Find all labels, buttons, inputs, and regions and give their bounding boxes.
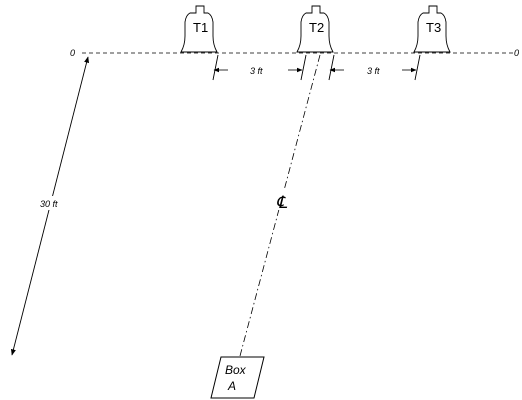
box-a-label-line2: A xyxy=(227,379,236,393)
baseline-label-right: 0 xyxy=(514,48,519,58)
centerline-symbol-gap xyxy=(274,190,290,210)
target-t2-label: T2 xyxy=(309,20,324,35)
target-t1: T1 xyxy=(180,5,218,53)
target-t3-silhouette xyxy=(413,5,451,53)
target-t2-silhouette xyxy=(296,5,334,53)
extension-line-4 xyxy=(414,54,421,81)
extension-line-2 xyxy=(300,54,307,81)
target-t3: T3 xyxy=(413,5,451,53)
extension-line-1 xyxy=(212,54,219,81)
target-t1-silhouette xyxy=(180,5,218,53)
centerline-symbol: ℄ xyxy=(276,193,288,213)
target-t1-label: T1 xyxy=(193,20,208,35)
target-t2: T2 xyxy=(296,5,334,53)
box-a-label-line1: Box xyxy=(225,363,247,377)
box-a: Box A xyxy=(210,356,265,399)
baseline-label-left: 0 xyxy=(70,48,75,58)
distance-label-gap xyxy=(36,196,68,210)
distance-label: 30 ft xyxy=(40,199,58,209)
spacing-label-left: 3 ft xyxy=(250,66,263,76)
box-a-outline xyxy=(210,356,265,399)
spacing-label-right: 3 ft xyxy=(367,66,380,76)
target-t3-label: T3 xyxy=(426,20,441,35)
extension-line-3 xyxy=(328,54,335,81)
